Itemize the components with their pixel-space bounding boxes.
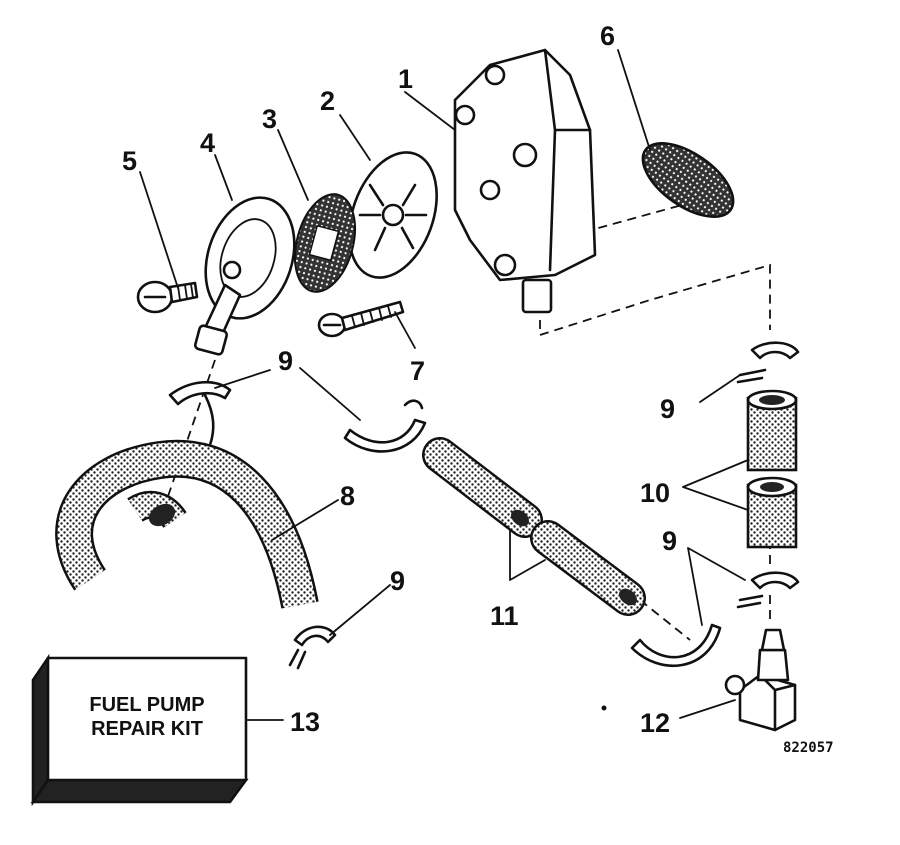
straight-hose-lower (530, 520, 646, 616)
callout-10: 10 (640, 478, 670, 508)
callout-6: 6 (600, 21, 615, 51)
callout-9-right-top: 9 (660, 394, 675, 424)
hose-clamp-middle (343, 399, 427, 453)
hose-clamp-right-bottom (736, 571, 800, 609)
diaphragm-cover (193, 196, 296, 356)
callout-9-right-middle: 9 (662, 526, 677, 556)
check-valve-plate (348, 151, 438, 279)
hose-clamp-right-top (736, 341, 800, 384)
drawing-code: 822057 (783, 740, 834, 756)
callout-9-lower-left: 9 (390, 566, 405, 596)
callout-7: 7 (410, 356, 425, 386)
gasket (294, 193, 356, 293)
filter-screen (641, 142, 735, 218)
short-hose-lower (746, 476, 798, 549)
callout-11: 11 (490, 601, 519, 631)
cover-screw (136, 280, 199, 314)
callout-4: 4 (200, 128, 215, 158)
callout-9-upper: 9 (278, 346, 293, 376)
long-screw (317, 300, 405, 338)
kit-label-line1: FUEL PUMP (89, 694, 204, 716)
curved-hose (55, 439, 319, 609)
callout-12: 12 (640, 708, 670, 738)
callout-13: 13 (290, 707, 320, 737)
callout-1: 1 (398, 64, 413, 94)
straight-hose-upper (422, 437, 543, 538)
repair-kit-box: FUEL PUMP REPAIR KIT (30, 653, 249, 807)
ink-dot (601, 705, 607, 711)
short-hose-upper (746, 389, 798, 472)
leader-lines (139, 49, 749, 721)
callout-3: 3 (262, 104, 277, 134)
callout-8: 8 (340, 481, 355, 511)
hose-clamp-lower-middle (630, 623, 722, 668)
hose-clamp-upper-left (168, 380, 232, 447)
callout-5: 5 (122, 146, 137, 176)
pump-body (453, 48, 597, 314)
kit-label-line2: REPAIR KIT (91, 718, 203, 740)
callout-2: 2 (320, 86, 335, 116)
hose-clamp-lower-left (288, 625, 337, 670)
elbow-fitting (724, 628, 797, 732)
